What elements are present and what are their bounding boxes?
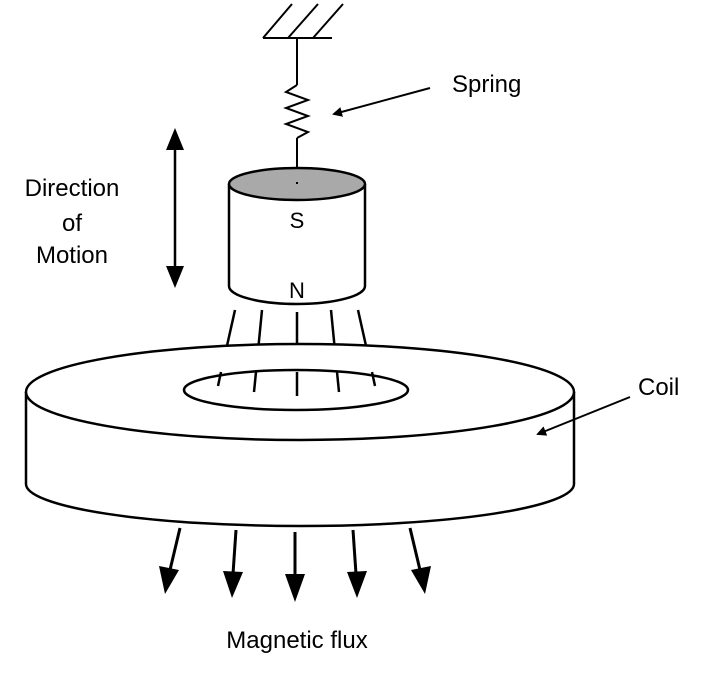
direction-of-motion-arrow xyxy=(166,128,184,288)
coil xyxy=(24,342,576,528)
coil-label: Coil xyxy=(638,374,679,401)
ceiling-support xyxy=(262,3,344,39)
bar-magnet xyxy=(227,166,367,306)
spring xyxy=(283,38,311,182)
magnetic-flux-label: Magnetic flux xyxy=(226,627,367,654)
coil-pointer-arrow xyxy=(536,396,631,436)
spring-pointer-arrow xyxy=(332,87,431,117)
flux-arrows-bottom xyxy=(159,527,431,602)
direction-label-line1: Direction xyxy=(25,175,120,202)
flux-lines-in-hole xyxy=(216,371,377,396)
spring-label: Spring xyxy=(452,71,521,98)
direction-label-line2: of xyxy=(62,210,82,237)
north-pole-label: N xyxy=(289,278,305,303)
direction-label-line3: Motion xyxy=(36,242,108,269)
south-pole-label: S xyxy=(290,208,305,233)
